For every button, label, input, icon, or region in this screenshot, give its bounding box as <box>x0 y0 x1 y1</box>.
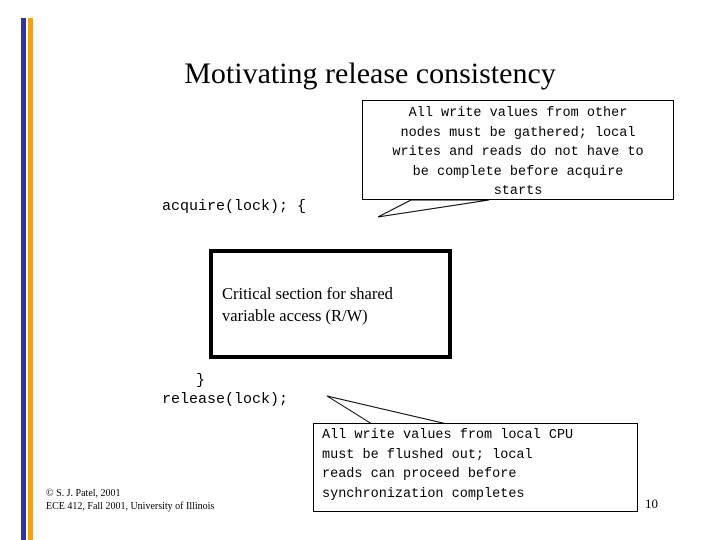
critical-section-line-2: variable access (R/W) <box>222 306 368 325</box>
critical-section-text: Critical section for shared variable acc… <box>222 283 448 327</box>
acquire-callout-line-3: writes and reads do not have to <box>392 145 644 160</box>
release-callout-line-4: synchronization completes <box>322 486 525 502</box>
page-title: Motivating release consistency <box>184 57 556 90</box>
release-callout-line-3: reads can proceed before <box>322 467 517 482</box>
acquire-callout-line-1: All write values from other <box>408 106 628 121</box>
accent-bar-orange <box>28 18 33 540</box>
acquire-code-label: acquire(lock); { <box>162 198 307 215</box>
footer-credit: © S. J. Patel, 2001 ECE 412, Fall 2001, … <box>46 488 215 512</box>
release-callout-box: All write values from local CPU must be … <box>313 423 638 512</box>
critical-section-box: Critical section for shared variable acc… <box>209 249 452 359</box>
release-callout-tail <box>326 395 448 425</box>
release-callout-line-2: must be flushed out; local <box>322 447 533 463</box>
acquire-callout-tail <box>377 199 490 218</box>
accent-bar-blue <box>21 18 26 540</box>
acquire-callout-box: All write values from other nodes must b… <box>362 100 674 200</box>
close-brace-label: } <box>196 372 206 389</box>
acquire-callout-line-5: starts <box>493 184 543 199</box>
release-callout-line-1: All write values from local CPU <box>322 428 574 443</box>
critical-section-line-1: Critical section for shared <box>222 284 393 303</box>
acquire-callout-line-4: be complete before acquire <box>412 164 624 180</box>
release-code-label: release(lock); <box>162 391 289 408</box>
page-number: 10 <box>645 496 658 511</box>
acquire-callout-line-2: nodes must be gathered; local <box>400 125 636 141</box>
